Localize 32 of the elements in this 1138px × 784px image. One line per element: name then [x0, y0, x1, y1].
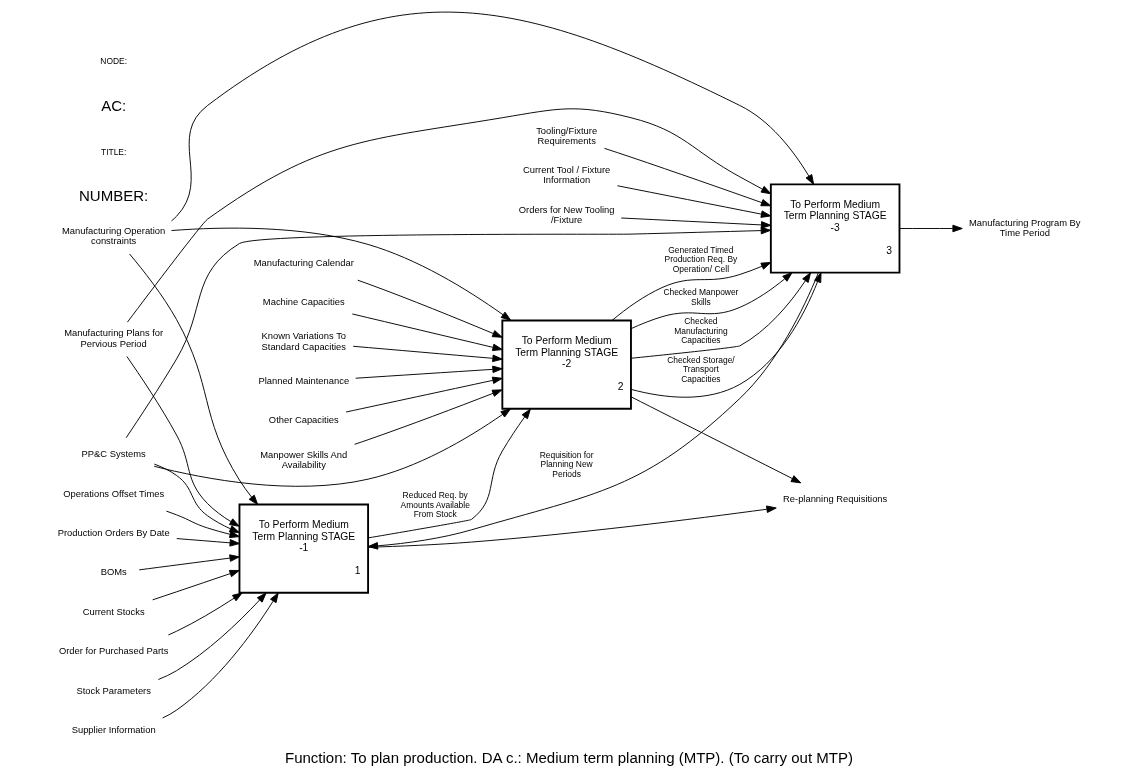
label: NODE: [100, 56, 128, 67]
node-text: Manufacturing Calendar [253, 257, 354, 268]
node-text: Re-planning Requisitions [783, 494, 888, 505]
edge-label: Requisition for Planning New Periods [539, 449, 594, 479]
node-text: Order for Purchased Parts [58, 646, 169, 657]
label: AC: [101, 96, 127, 114]
edge-label: Checked Storage/ Transport Capacities [667, 354, 735, 384]
node-text: Tooling/Fixture Requirements [536, 125, 598, 146]
node-text: Other Capacities [268, 415, 339, 426]
node-text: Stock Parameters [76, 685, 151, 696]
edge-label: Reduced Req. by Amounts Available From Stock [400, 490, 470, 519]
node-text: Planned Maintenance [258, 375, 350, 386]
node-text: Supplier Information [71, 725, 156, 736]
edge-label: Checked Manufacturing Capacities [674, 316, 728, 346]
edge-label: Checked Manpower Skills [663, 287, 739, 307]
node-text: Manpower Skills And Availability [260, 449, 348, 470]
node-text: Production Orders By Date [57, 527, 170, 538]
node-text: Manufacturing Plans for Pervious Period [64, 328, 164, 349]
node-text: Operations Offset Times [63, 488, 165, 499]
diagram-title: Function: To plan production. DA c.: Medium term planning (MTP). (To carry out MTP) [284, 749, 854, 767]
node-text: Machine Capacities [262, 297, 345, 308]
edge-label: Generated Timed Production Req. By Operation/ Cell [664, 245, 738, 274]
node-text: Manufacturing Operation constraints [62, 226, 166, 247]
node-text: BOMs [100, 567, 127, 578]
node-text: Current Tool / Fixture Information [522, 165, 611, 186]
node-text: Manufacturing Program By Time Period [969, 217, 1081, 238]
node-text: PP&C Systems [81, 449, 146, 460]
node-text: Current Stocks [82, 606, 145, 617]
label: TITLE: [100, 146, 127, 157]
label: NUMBER: [79, 187, 149, 205]
node-text: Known Variations To Standard Capacities [261, 331, 347, 352]
node-text: Orders for New Tooling /Fixture [518, 204, 615, 225]
